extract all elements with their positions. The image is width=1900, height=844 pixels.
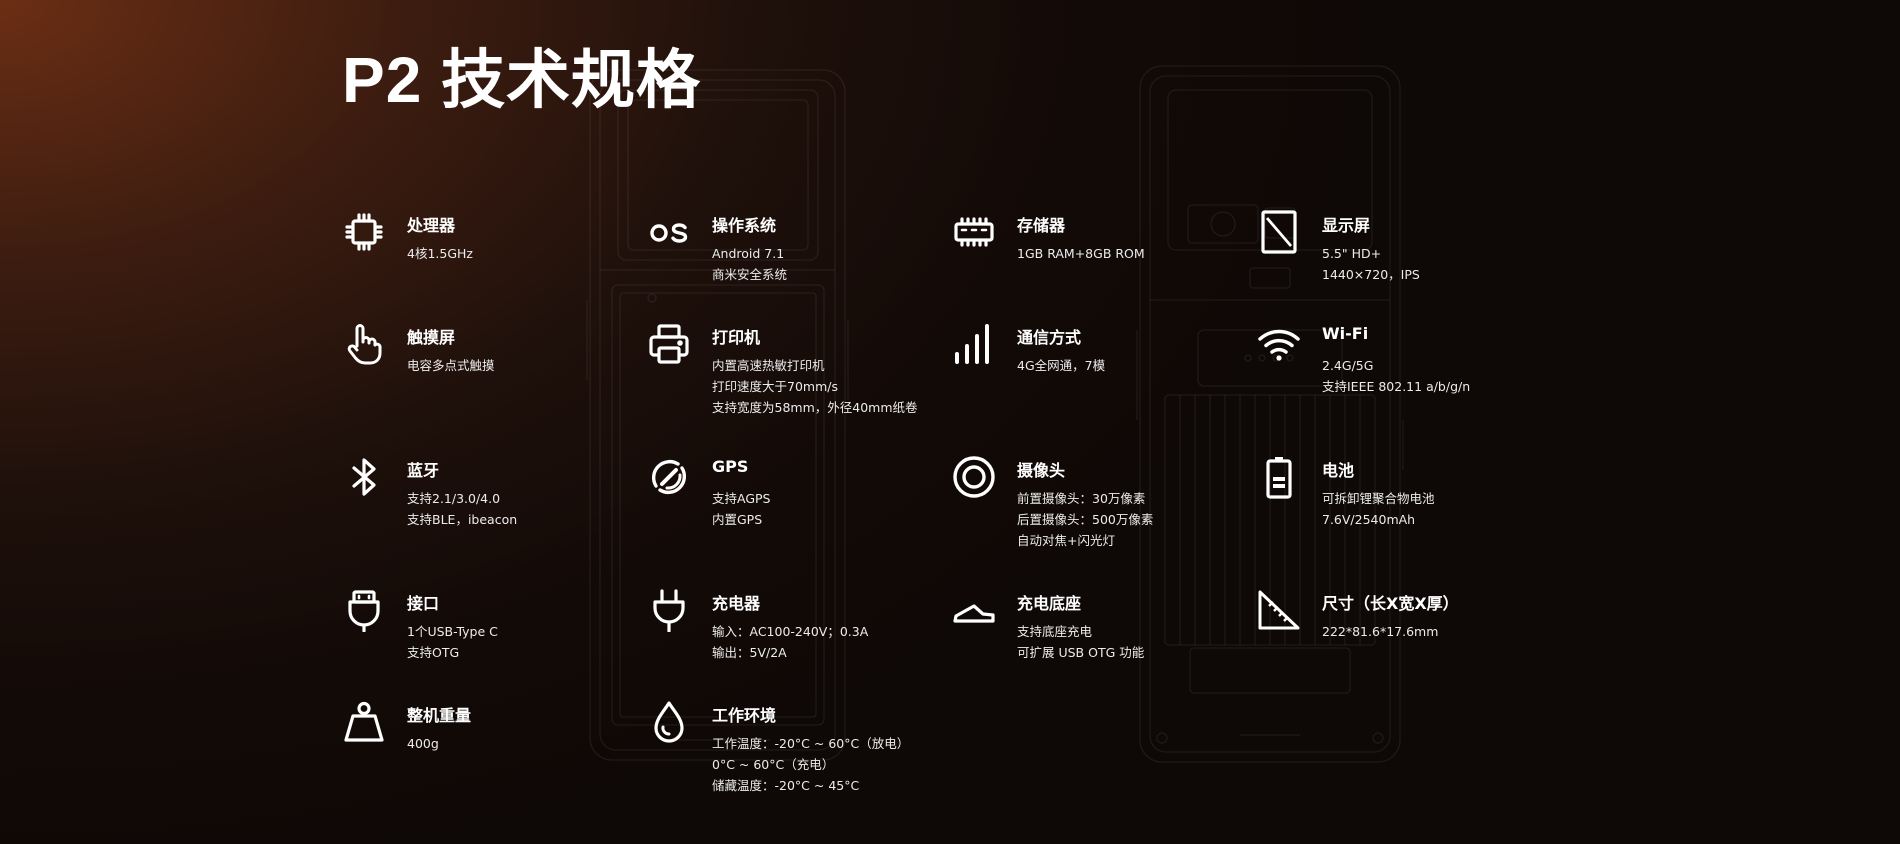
spec-value-line: 支持AGPS <box>712 491 771 506</box>
page-title: P2 技术规格 <box>342 44 702 116</box>
spec-name: 显示屏 <box>1322 216 1371 235</box>
spec-name: Wi-Fi <box>1322 324 1369 343</box>
spec-value-line: 7.6V/2540mAh <box>1322 512 1416 527</box>
spec-value-line: 222*81.6*17.6mm <box>1322 624 1439 639</box>
spec-value-line: 1个USB-Type C <box>407 624 498 639</box>
spec-value-line: 后置摄像头：500万像素 <box>1017 512 1154 527</box>
spec-name: 通信方式 <box>1017 328 1082 347</box>
camera-icon <box>952 455 996 499</box>
spec-value-line: 输出：5V/2A <box>712 645 787 660</box>
bluetooth-icon <box>342 455 386 499</box>
spec-name: 整机重量 <box>407 706 472 725</box>
spec-value-line: 可拆卸锂聚合物电池 <box>1322 491 1435 506</box>
spec-value-line: 打印速度大于70mm/s <box>712 379 838 394</box>
spec-name: 操作系统 <box>712 216 777 235</box>
printer-icon <box>647 322 691 366</box>
spec-value-line: 400g <box>407 736 439 751</box>
spec-value-line: 1GB RAM+8GB ROM <box>1017 246 1145 261</box>
spec-value-line: 工作温度：-20°C ~ 60°C（放电） <box>712 736 910 751</box>
battery-icon <box>1257 455 1301 499</box>
spec-value-line: 1440×720，IPS <box>1322 267 1420 282</box>
spec-name: 处理器 <box>407 216 456 235</box>
spec-value-line: 支持底座充电 <box>1017 624 1093 639</box>
spec-value-line: 前置摄像头：30万像素 <box>1017 491 1146 506</box>
signal-icon <box>952 322 996 366</box>
spec-name: 充电器 <box>712 594 761 613</box>
spec-value-line: 5.5" HD+ <box>1322 246 1382 261</box>
spec-name: 尺寸（长X宽X厚） <box>1322 594 1459 613</box>
water-drop-icon <box>647 700 691 744</box>
spec-value-line: 2.4G/5G <box>1322 358 1374 373</box>
display-icon <box>1257 210 1301 254</box>
spec-value-line: 支持IEEE 802.11 a/b/g/n <box>1322 379 1471 394</box>
spec-value-line: 自动对焦+闪光灯 <box>1017 533 1115 548</box>
touch-icon <box>342 322 386 366</box>
gps-icon <box>647 455 691 499</box>
memory-icon <box>952 210 996 254</box>
spec-value-line: 支持2.1/3.0/4.0 <box>407 491 501 506</box>
spec-value-line: 支持宽度为58mm，外径40mm纸卷 <box>712 400 918 415</box>
spec-name: 蓝牙 <box>407 461 440 480</box>
spec-value-line: 4G全网通，7模 <box>1017 358 1106 373</box>
usb-icon <box>342 588 386 632</box>
spec-name: 充电底座 <box>1017 594 1082 613</box>
spec-name: 摄像头 <box>1017 461 1066 480</box>
spec-name: 打印机 <box>712 328 761 347</box>
spec-value-line: 支持OTG <box>407 645 460 660</box>
spec-value-line: 输入：AC100-240V；0.3A <box>712 624 869 639</box>
spec-value-line: Android 7.1 <box>712 246 785 261</box>
spec-name: 存储器 <box>1017 216 1066 235</box>
spec-value-line: 可扩展 USB OTG 功能 <box>1017 645 1145 660</box>
spec-value-line: 4核1.5GHz <box>407 246 473 261</box>
weight-icon <box>342 700 386 744</box>
spec-name: GPS <box>712 457 749 476</box>
ruler-icon <box>1257 588 1301 632</box>
spec-value-line: 支持BLE，ibeacon <box>407 512 518 527</box>
spec-name: 接口 <box>407 594 440 613</box>
cpu-icon <box>342 210 386 254</box>
spec-value-line: 0°C ~ 60°C（充电） <box>712 757 835 772</box>
charging-dock-icon <box>952 588 996 632</box>
spec-value-line: 商米安全系统 <box>712 267 788 282</box>
os-icon <box>647 210 691 254</box>
spec-value-line: 电容多点式触摸 <box>407 358 495 373</box>
spec-value-line: 内置高速热敏打印机 <box>712 358 825 373</box>
charger-plug-icon <box>647 588 691 632</box>
wifi-icon <box>1257 322 1301 366</box>
spec-name: 电池 <box>1322 461 1355 480</box>
spec-name: 触摸屏 <box>407 328 456 347</box>
spec-name: 工作环境 <box>712 706 777 725</box>
spec-value-line: 储藏温度：-20°C ~ 45°C <box>712 778 860 793</box>
spec-value-line: 内置GPS <box>712 512 763 527</box>
